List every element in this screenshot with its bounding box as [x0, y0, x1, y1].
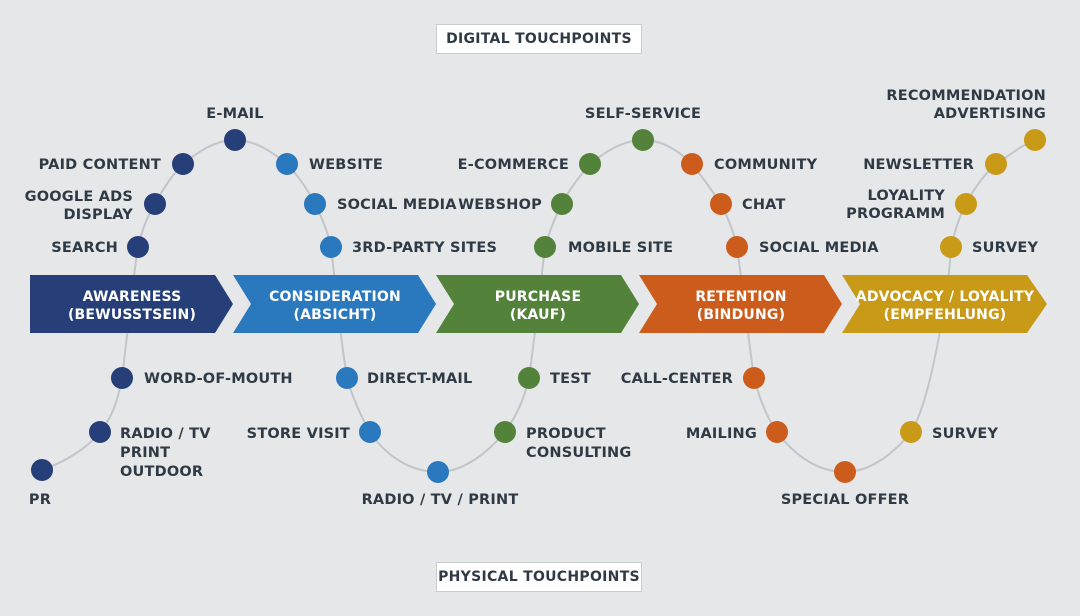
touchpoint-label: 3RD-PARTY SITES: [352, 240, 497, 256]
touchpoint-label: CONSULTING: [526, 445, 631, 461]
touchpoint-dot: [579, 153, 601, 175]
touchpoint-dot: [89, 421, 111, 443]
touchpoint-label: ADVERTISING: [934, 106, 1046, 122]
stage-purchase-title: PURCHASE: [495, 289, 581, 305]
touchpoint-label: SOCIAL MEDIA: [337, 197, 457, 213]
touchpoint-label: MAILING: [686, 426, 757, 442]
touchpoints-retention: COMMUNITY CHAT SOCIAL MEDIA CALL-CENTER …: [621, 153, 909, 508]
touchpoint-label: PROGRAMM: [846, 206, 945, 222]
touchpoint-label: RADIO / TV / PRINT: [362, 492, 519, 508]
touchpoint-dot: [111, 367, 133, 389]
stage-advocacy: ADVOCACY / LOYALITY (EMPFEHLUNG): [842, 275, 1047, 333]
stage-consideration-subtitle: (ABSICHT): [294, 307, 377, 323]
touchpoint-dot: [518, 367, 540, 389]
stage-consideration-title: CONSIDERATION: [269, 289, 401, 305]
touchpoint-label: SURVEY: [932, 426, 999, 442]
touchpoint-label: TEST: [550, 371, 591, 387]
touchpoint-dot: [534, 236, 556, 258]
touchpoint-label: PRINT: [120, 445, 170, 461]
touchpoint-dot: [427, 461, 449, 483]
touchpoints-purchase: SELF-SERVICE E-COMMERCE WEBSHOP MOBILE S…: [458, 106, 701, 461]
touchpoint-label: E-COMMERCE: [458, 157, 569, 173]
touchpoint-label: SOCIAL MEDIA: [759, 240, 879, 256]
touchpoint-label: SEARCH: [51, 240, 118, 256]
touchpoint-label: CALL-CENTER: [621, 371, 733, 387]
touchpoint-dot: [320, 236, 342, 258]
touchpoint-dot: [551, 193, 573, 215]
stage-purchase: PURCHASE (KAUF): [436, 275, 639, 333]
touchpoint-label: WEBSITE: [309, 157, 383, 173]
touchpoint-dot: [336, 367, 358, 389]
touchpoint-label: WEBSHOP: [458, 197, 542, 213]
stage-awareness-subtitle: (BEWUSSTSEIN): [68, 307, 196, 323]
stage-advocacy-title: ADVOCACY / LOYALITY: [856, 289, 1035, 305]
touchpoint-label: SELF-SERVICE: [585, 106, 701, 122]
touchpoint-label: COMMUNITY: [714, 157, 818, 173]
touchpoint-label: DIRECT-MAIL: [367, 371, 472, 387]
touchpoints-awareness: E-MAIL PAID CONTENT GOOGLE ADS DISPLAY S…: [25, 106, 293, 508]
touchpoint-dot: [359, 421, 381, 443]
physical-touchpoints-label: PHYSICAL TOUCHPOINTS: [436, 562, 642, 592]
touchpoint-dot: [726, 236, 748, 258]
touchpoint-dot: [710, 193, 732, 215]
touchpoint-dot: [632, 129, 654, 151]
touchpoint-dot: [1024, 129, 1046, 151]
touchpoint-label: NEWSLETTER: [863, 157, 974, 173]
stage-retention-subtitle: (BINDUNG): [697, 307, 785, 323]
touchpoints-consideration: WEBSITE SOCIAL MEDIA 3RD-PARTY SITES DIR…: [247, 153, 519, 508]
touchpoint-dot: [31, 459, 53, 481]
touchpoint-dot: [494, 421, 516, 443]
stage-consideration: CONSIDERATION (ABSICHT): [233, 275, 436, 333]
touchpoints-advocacy: RECOMMENDATION ADVERTISING NEWSLETTER LO…: [846, 88, 1046, 443]
touchpoint-dot: [834, 461, 856, 483]
stage-awareness: AWARENESS (BEWUSSTSEIN): [30, 275, 233, 333]
touchpoint-dot: [224, 129, 246, 151]
touchpoint-dot: [172, 153, 194, 175]
touchpoint-dot: [276, 153, 298, 175]
stage-arrow-consideration: [233, 275, 436, 333]
touchpoint-dot: [900, 421, 922, 443]
stage-retention-title: RETENTION: [695, 289, 786, 305]
stage-arrow-purchase: [436, 275, 639, 333]
touchpoint-label: OUTDOOR: [120, 464, 203, 480]
touchpoint-dot: [743, 367, 765, 389]
touchpoint-label: LOYALITY: [868, 188, 946, 204]
stage-arrow-awareness: [30, 275, 233, 333]
touchpoint-dot: [304, 193, 326, 215]
touchpoint-label: WORD-OF-MOUTH: [144, 371, 293, 387]
digital-touchpoints-label: DIGITAL TOUCHPOINTS: [436, 24, 642, 54]
touchpoint-label: GOOGLE ADS: [25, 189, 133, 205]
touchpoint-dot: [681, 153, 703, 175]
touchpoint-label: RECOMMENDATION: [886, 88, 1046, 104]
touchpoint-label: SPECIAL OFFER: [781, 492, 909, 508]
touchpoint-dot: [127, 236, 149, 258]
touchpoint-dot: [955, 193, 977, 215]
touchpoint-label: STORE VISIT: [247, 426, 350, 442]
stage-advocacy-subtitle: (EMPFEHLUNG): [884, 307, 1007, 323]
touchpoint-dot: [144, 193, 166, 215]
stage-arrow-retention: [639, 275, 842, 333]
touchpoint-label: MOBILE SITE: [568, 240, 673, 256]
stage-purchase-subtitle: (KAUF): [510, 307, 566, 323]
touchpoint-dot: [940, 236, 962, 258]
touchpoint-label: SURVEY: [972, 240, 1039, 256]
touchpoint-label: RADIO / TV: [120, 426, 211, 442]
touchpoint-label: PR: [29, 492, 51, 508]
touchpoint-label: PRODUCT: [526, 426, 606, 442]
stage-arrow-advocacy: [842, 275, 1047, 333]
stage-retention: RETENTION (BINDUNG): [639, 275, 842, 333]
touchpoint-label: DISPLAY: [64, 207, 134, 223]
touchpoint-label: CHAT: [742, 197, 786, 213]
touchpoint-label: PAID CONTENT: [39, 157, 161, 173]
touchpoint-dot: [985, 153, 1007, 175]
stage-awareness-title: AWARENESS: [83, 289, 182, 305]
touchpoint-dot: [766, 421, 788, 443]
touchpoint-label: E-MAIL: [206, 106, 263, 122]
